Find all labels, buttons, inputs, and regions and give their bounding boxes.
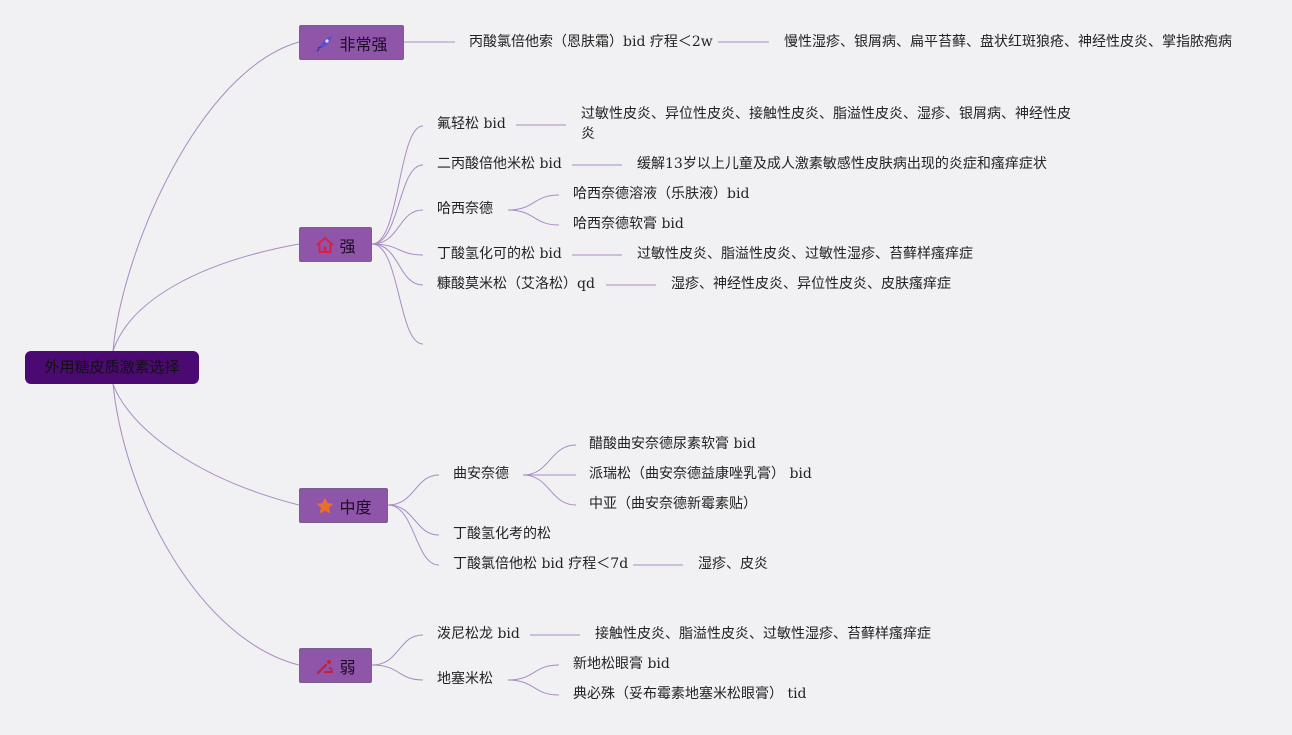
- drug-node[interactable]: 地塞米松: [437, 671, 493, 687]
- root-label: 外用糖皮质激素选择: [44, 358, 180, 376]
- branch-weak[interactable]: 弱: [299, 648, 372, 683]
- star-icon: [315, 496, 335, 516]
- drug-variant[interactable]: 典必殊（妥布霉素地塞米松眼膏） tid: [573, 686, 807, 702]
- drug-node[interactable]: 丙酸氯倍他索（恩肤霜）bid 疗程＜2w: [469, 34, 713, 50]
- indication-note: 慢性湿疹、银屑病、扁平苔藓、盘状红斑狼疮、神经性皮炎、掌指脓疱病: [784, 34, 1232, 50]
- drug-node[interactable]: 氟轻松 bid: [437, 116, 506, 132]
- drug-variant[interactable]: 中亚（曲安奈德新霉素贴）: [589, 496, 757, 512]
- drug-variant[interactable]: 哈西奈德溶液（乐肤液）bid: [573, 186, 750, 202]
- branch-label: 非常强: [339, 34, 388, 54]
- drug-node[interactable]: 丁酸氢化可的松 bid: [437, 246, 562, 262]
- link-strong-4: [371, 243, 424, 256]
- link-weak-2: [371, 664, 424, 681]
- link-medium-2: [387, 504, 440, 536]
- link-strong-3-child-1: [507, 194, 560, 211]
- link-strong-3: [371, 209, 424, 245]
- drug-node[interactable]: 曲安奈德: [453, 466, 509, 482]
- link-strong-1: [371, 125, 424, 245]
- branch-strong[interactable]: 强: [299, 227, 372, 262]
- branch-label: 弱: [339, 657, 356, 677]
- link-strong-5: [371, 243, 424, 286]
- link-strong-3-child-2: [507, 209, 560, 226]
- link-medium-1-child-1: [522, 444, 577, 476]
- drug-node[interactable]: 哈西奈德: [437, 201, 493, 217]
- indication-note: 缓解13岁以上儿童及成人激素敏感性皮肤病出现的炎症和瘙痒症状: [637, 156, 1047, 172]
- drug-variant[interactable]: 新地松眼膏 bid: [573, 656, 670, 672]
- drug-node[interactable]: 二丙酸倍他米松 bid: [437, 156, 562, 172]
- drug-node[interactable]: 丁酸氢化考的松: [453, 526, 551, 542]
- root-node[interactable]: 外用糖皮质激素选择: [25, 351, 199, 384]
- link-strong-2: [371, 164, 424, 245]
- link-medium-1: [387, 474, 440, 506]
- indication-note: 湿疹、神经性皮炎、异位性皮炎、皮肤瘙痒症: [671, 276, 951, 292]
- indication-note: 过敏性皮炎、脂溢性皮炎、过敏性湿疹、苔藓样瘙痒症: [637, 246, 973, 262]
- drug-node[interactable]: 泼尼松龙 bid: [437, 626, 520, 642]
- drug-variant[interactable]: 哈西奈德软膏 bid: [573, 216, 684, 232]
- link-weak-2-child-2: [507, 679, 560, 696]
- link-strong-empty: [371, 243, 424, 345]
- indication-note: 接触性皮炎、脂溢性皮炎、过敏性湿疹、苔藓样瘙痒症: [595, 626, 931, 642]
- tools-icon: [315, 656, 335, 676]
- branch-label: 强: [339, 236, 356, 256]
- drug-variant[interactable]: 醋酸曲安奈德尿素软膏 bid: [589, 436, 756, 452]
- house-icon: [315, 235, 335, 255]
- link-weak-2-child-1: [507, 664, 560, 681]
- drug-variant[interactable]: 派瑞松（曲安奈德益康唑乳膏） bid: [589, 466, 812, 482]
- branch-medium[interactable]: 中度: [299, 488, 388, 523]
- rocket-icon: [315, 33, 335, 53]
- indication-note: 过敏性皮炎、异位性皮炎、接触性皮炎、脂溢性皮炎、湿疹、银屑病、神经性皮炎: [581, 106, 1071, 142]
- link-medium-1-child-3: [522, 474, 577, 506]
- link-root-strong: [112, 243, 300, 352]
- branch-label: 中度: [339, 497, 372, 517]
- indication-note: 湿疹、皮炎: [698, 556, 768, 572]
- drug-node[interactable]: 糠酸莫米松（艾洛松）qd: [437, 276, 595, 292]
- link-root-medium: [112, 383, 300, 506]
- link-root-very-strong: [112, 41, 300, 352]
- link-weak-1: [371, 634, 424, 666]
- link-medium-3: [387, 504, 440, 566]
- branch-very-strong[interactable]: 非常强: [299, 25, 404, 60]
- link-root-weak: [112, 383, 300, 666]
- drug-node[interactable]: 丁酸氯倍他松 bid 疗程＜7d: [453, 556, 629, 572]
